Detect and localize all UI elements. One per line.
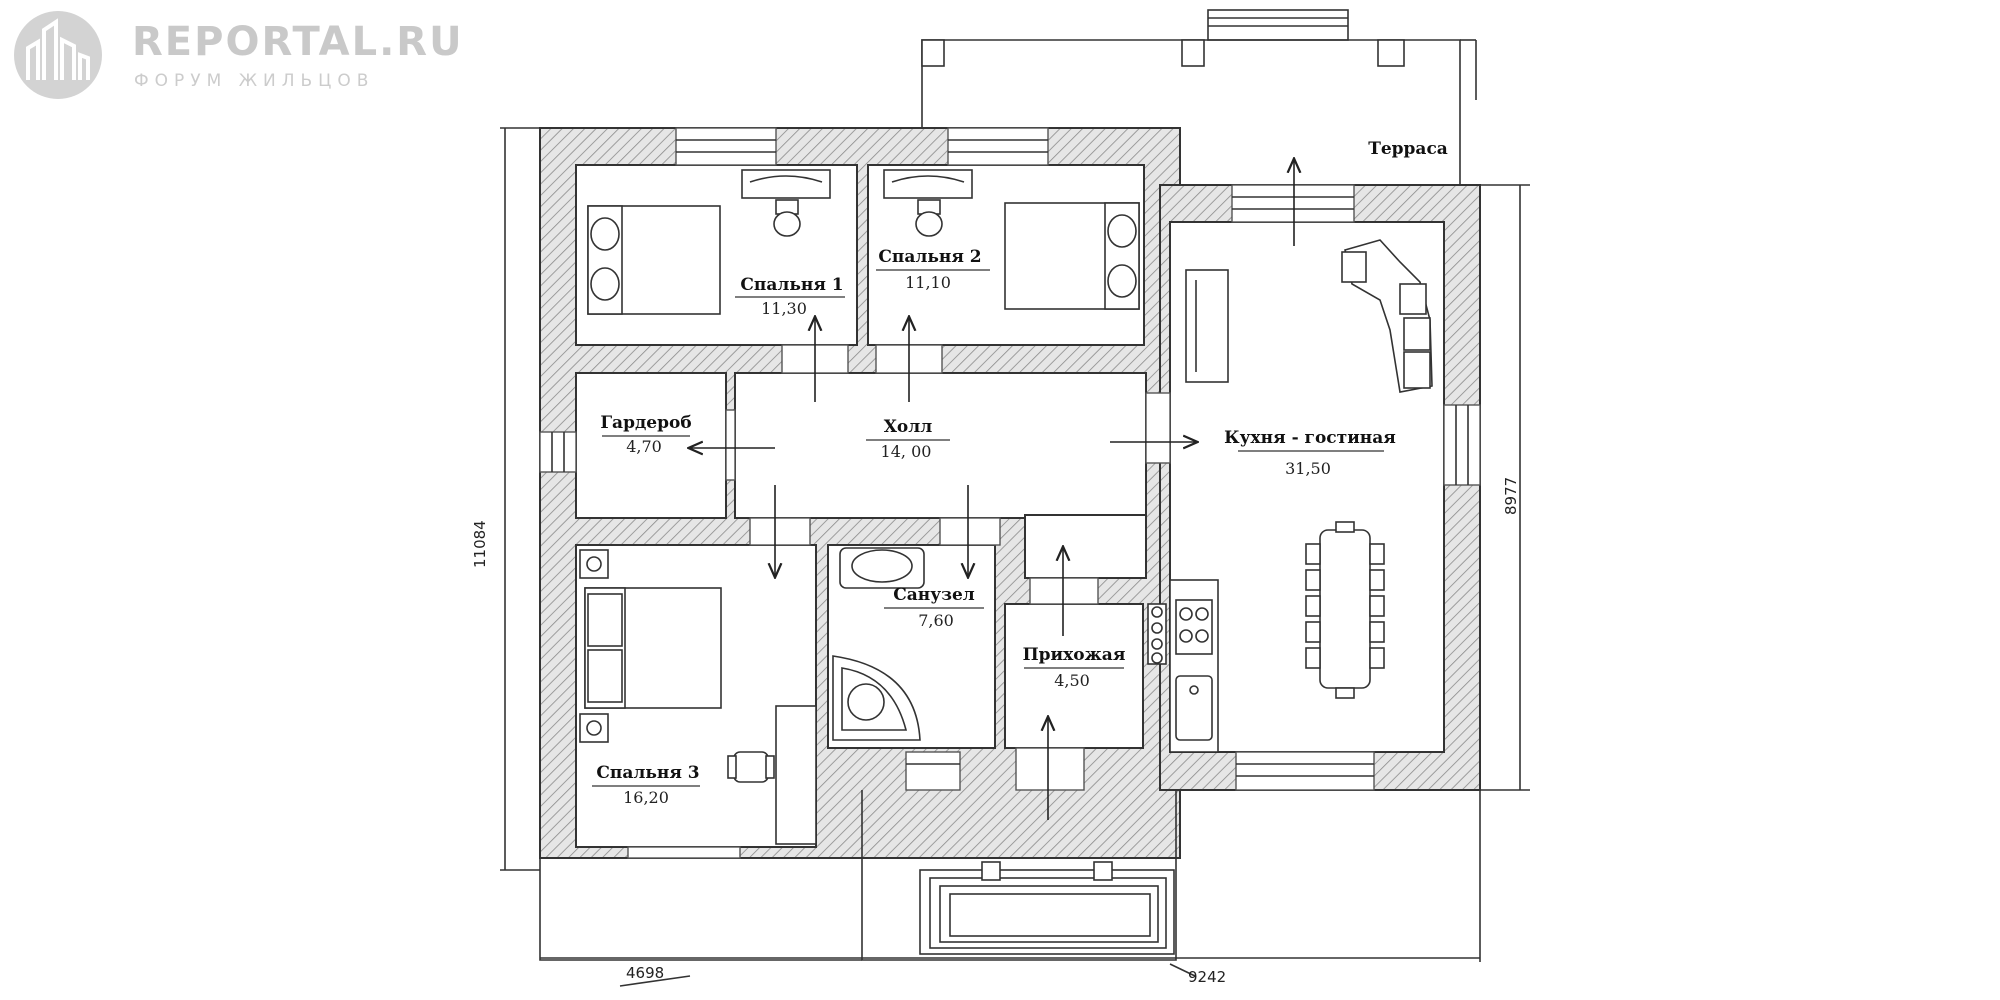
bedroom2-area: 11,10 bbox=[905, 273, 951, 292]
kitchen-area: 31,50 bbox=[1285, 459, 1331, 478]
hall-area: 14, 00 bbox=[881, 442, 932, 461]
bedroom2-name: Спальня 2 bbox=[878, 247, 981, 267]
door-openings bbox=[725, 344, 1171, 791]
bedroom3-name: Спальня 3 bbox=[596, 763, 699, 783]
hall-extension bbox=[1024, 514, 1147, 579]
wardrobe-name: Гардероб bbox=[600, 413, 691, 433]
entrance-name: Прихожая bbox=[1023, 645, 1126, 665]
kitchen-name: Кухня - гостиная bbox=[1224, 428, 1396, 448]
bathroom-name: Санузел bbox=[893, 585, 975, 605]
logo-buildings-icon bbox=[26, 18, 90, 80]
windows bbox=[539, 127, 1481, 859]
dim-left-width: 4698 bbox=[626, 964, 664, 982]
bedroom3-area: 16,20 bbox=[623, 788, 669, 807]
room-labels: Спальня 1 11,30 Спальня 2 11,10 Гардероб… bbox=[592, 139, 1448, 807]
entrance-porch bbox=[861, 790, 1177, 961]
bedroom1-area: 11,30 bbox=[761, 299, 807, 318]
bedroom3-furniture bbox=[579, 549, 817, 845]
terrace-outline bbox=[921, 9, 1477, 185]
dim-right-width: 9242 bbox=[1188, 968, 1226, 986]
kitchen-furniture bbox=[1147, 239, 1433, 753]
watermark-logo: REPORTAL.RU ФОРУМ ЖИЛЬЦОВ bbox=[14, 11, 464, 99]
dimension-labels: 11084 8977 4698 9242 bbox=[471, 477, 1520, 986]
wardrobe-area: 4,70 bbox=[626, 437, 662, 456]
watermark-tagline: ФОРУМ ЖИЛЬЦОВ bbox=[134, 71, 374, 91]
exterior-outline bbox=[539, 858, 862, 961]
entrance-space bbox=[1004, 603, 1144, 749]
bathroom-area: 7,60 bbox=[918, 611, 954, 630]
bedroom2-furniture bbox=[883, 169, 1140, 310]
entrance-area: 4,50 bbox=[1054, 671, 1090, 690]
terrace-name: Терраса bbox=[1368, 139, 1448, 159]
bedroom1-furniture bbox=[587, 169, 831, 315]
bathroom-furniture bbox=[832, 547, 925, 741]
hall-space bbox=[734, 372, 1147, 519]
dimension-lines bbox=[500, 127, 1530, 987]
movement-arrows bbox=[690, 160, 1294, 820]
hall-name: Холл bbox=[884, 417, 933, 437]
bedroom1-name: Спальня 1 bbox=[740, 275, 843, 295]
watermark-brand: REPORTAL.RU bbox=[132, 19, 464, 65]
dim-total-height: 11084 bbox=[471, 520, 489, 568]
dim-right-height: 8977 bbox=[1502, 477, 1520, 515]
